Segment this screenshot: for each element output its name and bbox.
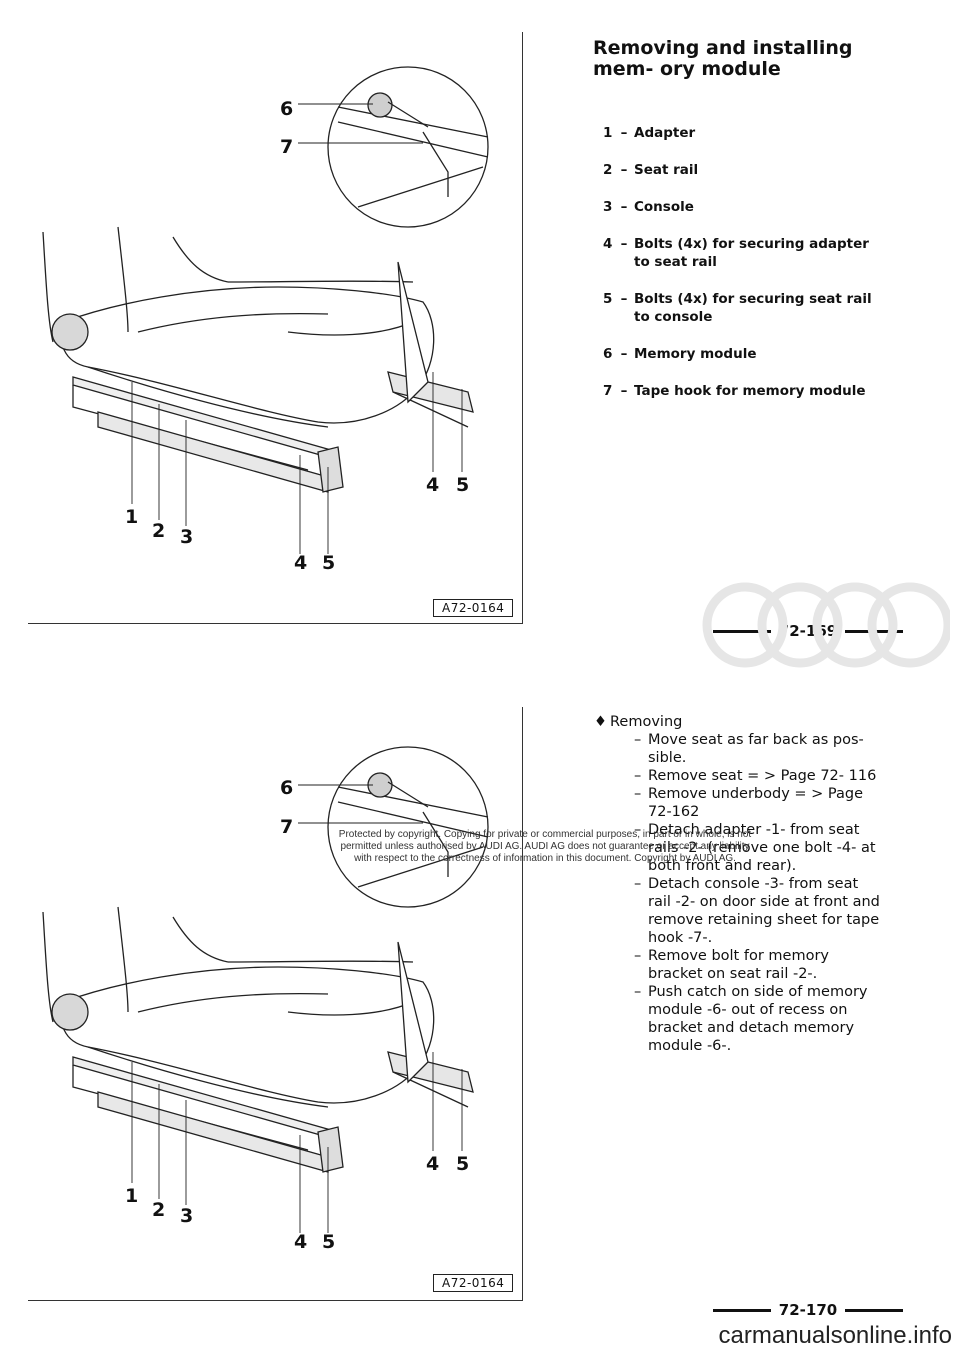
legend-number: 2 <box>603 162 613 178</box>
step-text: Push catch on side of memory module -6- … <box>648 984 868 1054</box>
legend-number: 3 <box>603 199 613 215</box>
page-72-169: 6 7 1 2 3 4 5 4 5 A72-0164 Removing and … <box>28 32 903 640</box>
legend-text: Memory module <box>634 346 757 362</box>
legend-dash: – <box>620 162 628 178</box>
legend-text: Adapter <box>634 125 696 141</box>
callout-2: 2 <box>152 520 166 542</box>
copyright-watermark: Protected by copyright. Copying for priv… <box>300 829 790 865</box>
callout-4: 4 <box>294 552 308 574</box>
step-dash: – <box>634 876 642 892</box>
legend-number: 6 <box>603 346 613 362</box>
callout-5: 5 <box>456 1153 470 1175</box>
procedure-step: – Remove underbody = > Page 72-162 <box>634 785 894 821</box>
component-legend: 1 – Adapter 2 – Seat rail 3 – Console 4 … <box>603 124 903 419</box>
seat-illustration <box>42 66 489 554</box>
callout-4: 4 <box>426 1153 440 1175</box>
callout-7: 7 <box>280 816 294 838</box>
callout-5: 5 <box>322 552 336 574</box>
legend-dash: – <box>620 346 628 362</box>
procedure-step: – Push catch on side of memory module -6… <box>634 983 894 1055</box>
callout-6: 6 <box>280 98 294 120</box>
procedure-heading-text: Removing <box>610 714 683 730</box>
procedure-step: – Move seat as far back as pos- sible. <box>634 731 894 767</box>
legend-dash: – <box>620 291 628 307</box>
page-title: Removing and installing mem- ory module <box>593 37 853 80</box>
diamond-bullet-icon: ♦ <box>594 714 607 730</box>
figure-id: A72-0164 <box>433 599 514 617</box>
legend-item: 7 – Tape hook for memory module <box>603 382 903 400</box>
callout-6: 6 <box>280 777 294 799</box>
callout-7: 7 <box>280 136 294 158</box>
callout-2: 2 <box>152 1199 166 1221</box>
legend-item: 1 – Adapter <box>603 124 903 142</box>
figure-seat-assembly: 6 7 1 2 3 4 5 4 5 A72-0164 <box>28 707 523 1301</box>
step-text: Remove bolt for memory bracket on seat r… <box>648 948 829 982</box>
callout-5: 5 <box>322 1231 336 1253</box>
legend-item: 4 – Bolts (4x) for securing adapter to s… <box>603 235 903 271</box>
legend-number: 5 <box>603 291 613 307</box>
watermark-line: with respect to the correctness of infor… <box>354 853 736 864</box>
step-dash: – <box>634 822 642 838</box>
callout-4: 4 <box>426 474 440 496</box>
audi-rings-logo <box>702 582 950 668</box>
step-dash: – <box>634 948 642 964</box>
callout-1: 1 <box>125 1185 139 1207</box>
legend-dash: – <box>620 383 628 399</box>
legend-text: Console <box>634 199 694 215</box>
procedure-heading: ♦ Removing <box>594 713 894 731</box>
procedure-step: – Detach adapter -1- from seat rails -2-… <box>634 821 894 875</box>
callout-3: 3 <box>180 526 194 548</box>
legend-dash: – <box>620 199 628 215</box>
step-text: Move seat as far back as pos- sible. <box>648 732 864 766</box>
legend-item: 6 – Memory module <box>603 345 903 363</box>
step-dash: – <box>634 984 642 1000</box>
legend-dash: – <box>620 236 628 252</box>
step-text: Remove seat = > Page 72- 116 <box>648 768 877 784</box>
step-text: Remove underbody = > Page 72-162 <box>648 786 864 820</box>
legend-number: 1 <box>603 125 613 141</box>
legend-text: Tape hook for memory module <box>634 383 866 399</box>
figure-seat-assembly: 6 7 1 2 3 4 5 4 5 A72-0164 <box>28 32 523 624</box>
callout-3: 3 <box>180 1205 194 1227</box>
procedure-step: – Detach console -3- from seat rail -2- … <box>634 875 894 947</box>
legend-item: 5 – Bolts (4x) for securing seat rail to… <box>603 290 903 326</box>
page-number: 72-170 <box>713 1301 903 1319</box>
site-watermark: carmanualsonline.info <box>718 1322 952 1349</box>
seat-illustration <box>42 746 489 1233</box>
step-dash: – <box>634 768 642 784</box>
step-dash: – <box>634 786 642 802</box>
page-number-rule <box>713 1308 771 1312</box>
legend-number: 4 <box>603 236 613 252</box>
procedure: ♦ Removing – Move seat as far back as po… <box>594 713 894 1055</box>
procedure-step: – Remove bolt for memory bracket on seat… <box>634 947 894 983</box>
callout-4: 4 <box>294 1231 308 1253</box>
page-72-170: 6 7 1 2 3 4 5 4 5 A72-0164 ♦ Removing – … <box>0 679 960 1358</box>
step-text: Detach adapter -1- from seat rails -2- (… <box>648 822 876 874</box>
callout-1: 1 <box>125 506 139 528</box>
legend-text: Seat rail <box>634 162 699 178</box>
figure-id: A72-0164 <box>433 1274 514 1292</box>
legend-number: 7 <box>603 383 613 399</box>
watermark-line: permitted unless authorised by AUDI AG. … <box>340 841 750 852</box>
legend-item: 2 – Seat rail <box>603 161 903 179</box>
legend-text: Bolts (4x) for securing seat rail to con… <box>634 291 872 325</box>
step-text: Detach console -3- from seat rail -2- on… <box>648 876 880 946</box>
page-number-rule <box>844 1308 903 1312</box>
page-number-text: 72-170 <box>778 1301 838 1319</box>
watermark-line: Protected by copyright. Copying for priv… <box>338 829 752 840</box>
step-dash: – <box>634 732 642 748</box>
legend-item: 3 – Console <box>603 198 903 216</box>
page-number-rule <box>713 629 771 633</box>
callout-5: 5 <box>456 474 470 496</box>
legend-text: Bolts (4x) for securing adapter to seat … <box>634 236 869 270</box>
procedure-step: – Remove seat = > Page 72- 116 <box>634 767 894 785</box>
legend-dash: – <box>620 125 628 141</box>
